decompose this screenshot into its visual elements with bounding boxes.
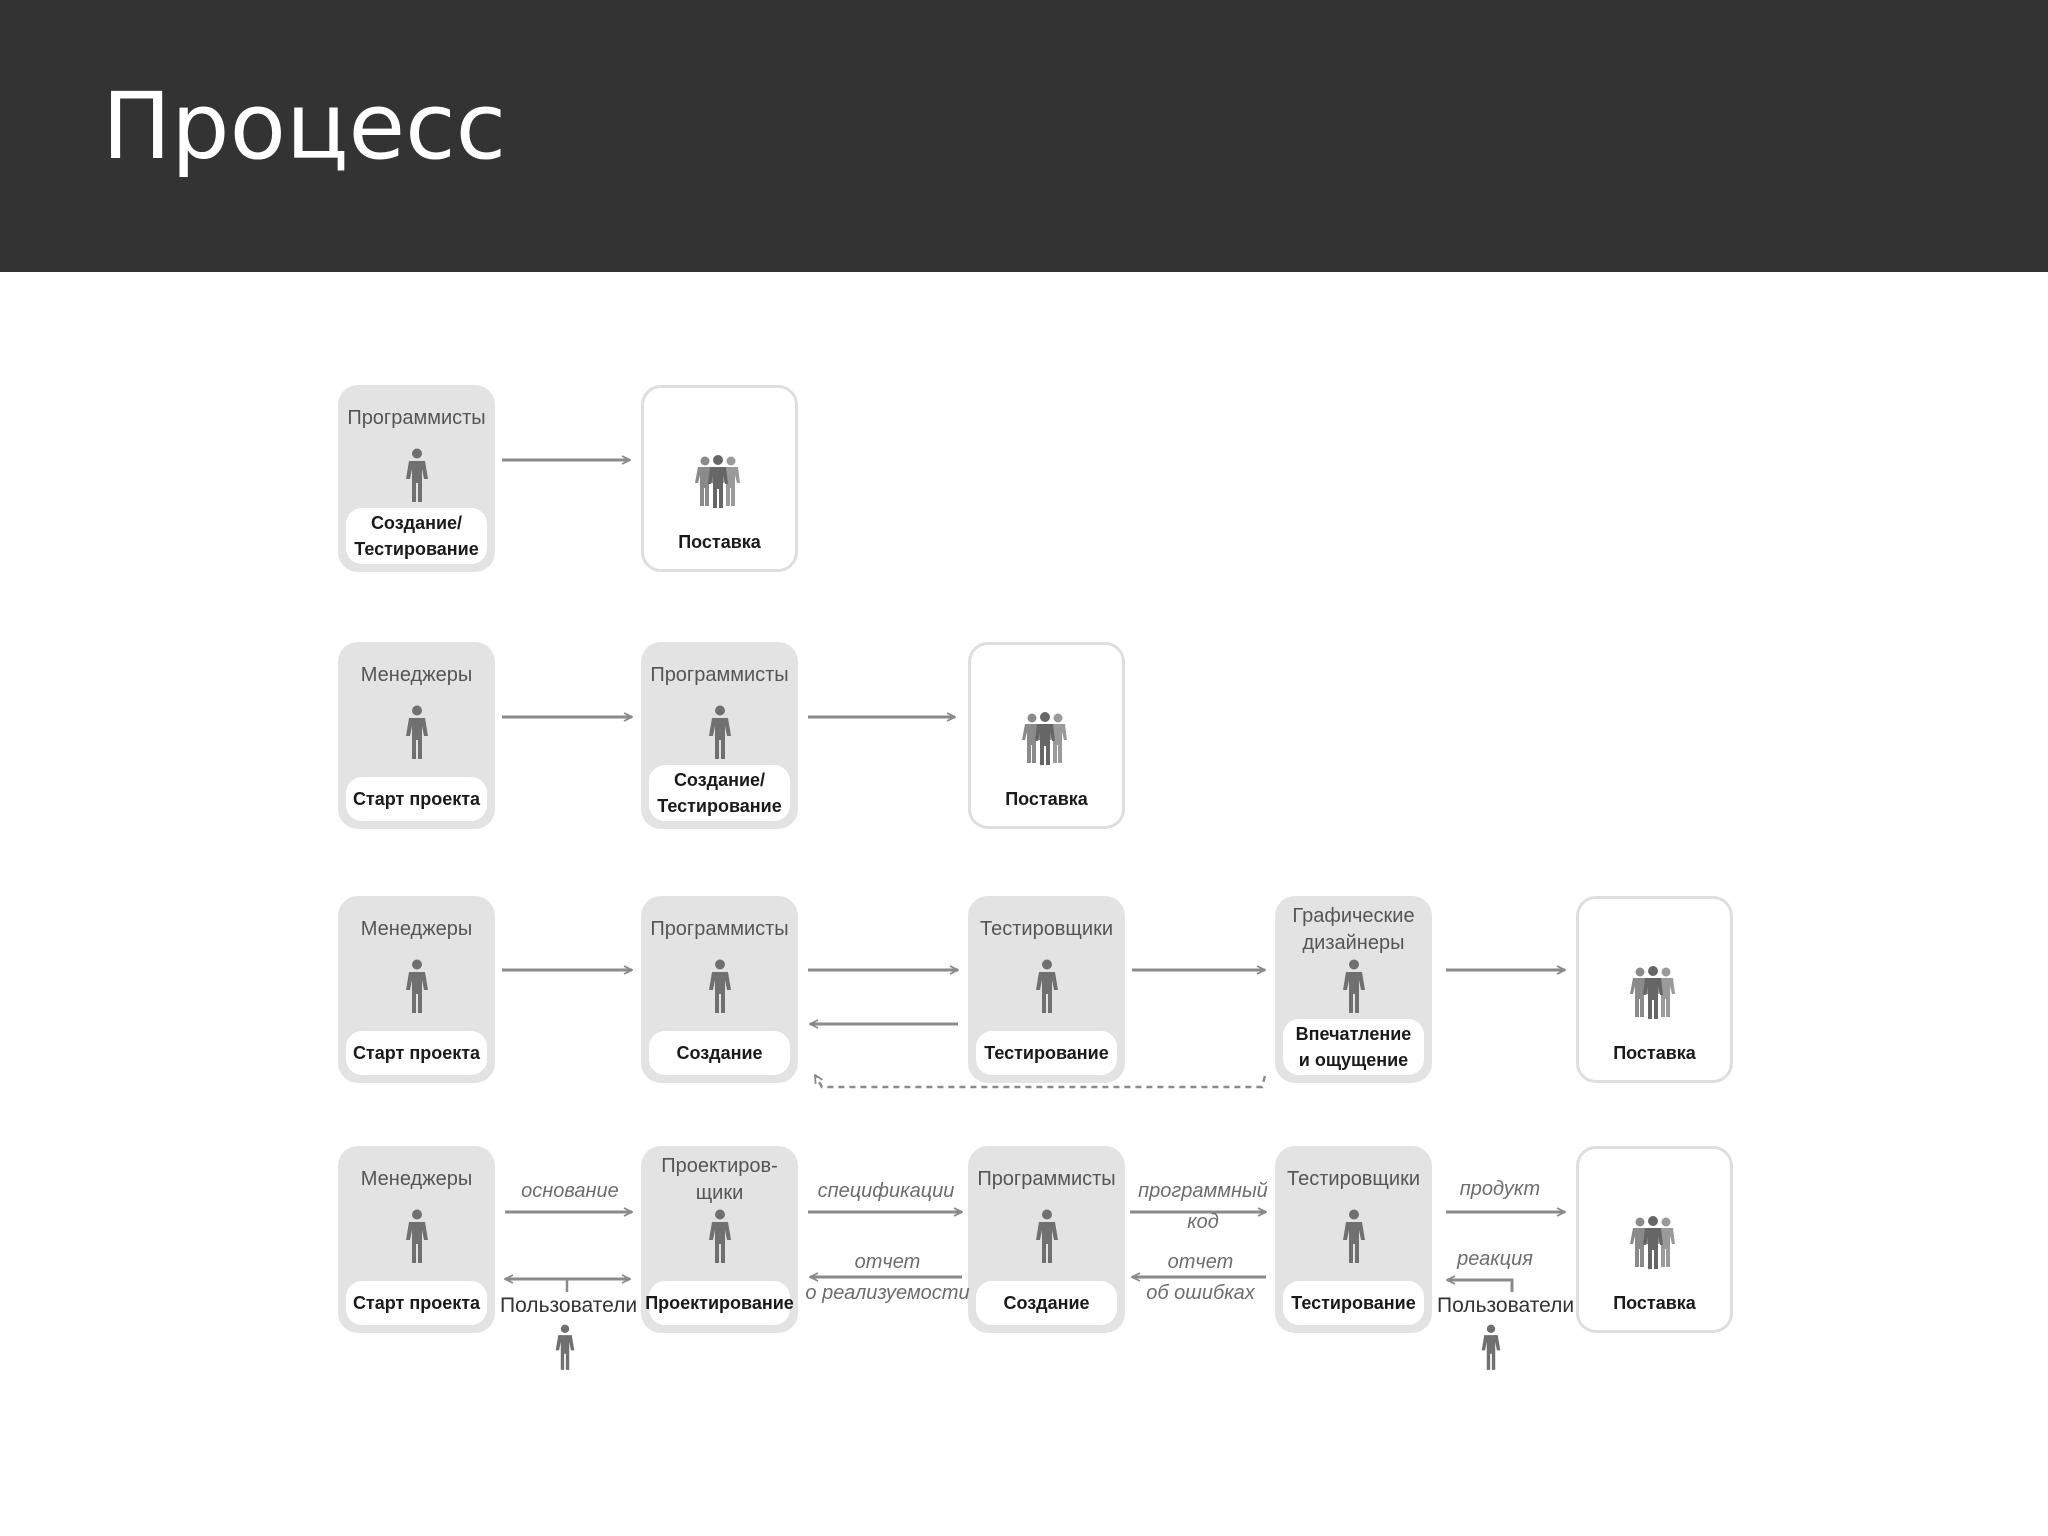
user-person-icon [554, 1324, 580, 1370]
slide-header: Процесс [0, 0, 2048, 272]
stage-role: Проектиров- щики [661, 1155, 778, 1204]
delivery-box-r4-5: Поставка [1576, 1146, 1733, 1333]
person-icon [1341, 1209, 1367, 1263]
stage-role: Графические дизайнеры [1292, 905, 1415, 954]
slide-title: Процесс [102, 73, 507, 180]
stage-label: Старт проекта [346, 1031, 487, 1075]
stage-role: Менеджеры [360, 1168, 473, 1190]
flow-annotation-bugs: отчет об ошибках [1146, 1251, 1255, 1304]
flow-annotation-foundation: основание [521, 1180, 619, 1202]
users-label-right: Пользователи [1437, 1294, 1575, 1317]
user-person-icon [1480, 1324, 1506, 1370]
person-icon [707, 1209, 733, 1263]
person-icon [404, 959, 430, 1013]
stage-label: Поставка [1584, 1281, 1725, 1325]
arrow-layer [502, 272, 2048, 1292]
group-icon [1629, 965, 1680, 1019]
stage-label: Тестирование [976, 1031, 1117, 1075]
stage-label: Проектирование [645, 1281, 794, 1325]
stage-role: Тестировщики [980, 918, 1113, 940]
person-icon [1034, 1209, 1060, 1263]
stage-role: Программисты [347, 407, 486, 429]
users-label-left: Пользователи [500, 1294, 638, 1317]
person-icon [707, 959, 733, 1013]
person-icon [707, 705, 733, 759]
person-icon [404, 448, 430, 502]
stage-role: Тестировщики [1287, 1168, 1420, 1190]
group-icon [1629, 1215, 1680, 1269]
stage-label: Поставка [976, 777, 1117, 821]
delivery-box-r3-5: Поставка [1576, 896, 1733, 1083]
stage-label: Впечатление и ощущение [1283, 1019, 1424, 1075]
flow-annotation-reaction: реакция [1457, 1248, 1533, 1270]
stage-label: Создание [649, 1031, 790, 1075]
person-icon [404, 1209, 430, 1263]
group-icon [694, 454, 745, 508]
flow-annotation-feasibility: отчет о реализуемости [805, 1251, 970, 1304]
stage-label: Тестирование [1283, 1281, 1424, 1325]
group-icon [1021, 711, 1072, 765]
person-icon [1034, 959, 1060, 1013]
flow-annotation-code: программный код [1138, 1180, 1268, 1233]
stage-role: Программисты [650, 664, 789, 686]
stage-label: Старт проекта [346, 777, 487, 821]
person-icon [1341, 959, 1367, 1013]
stage-role: Менеджеры [360, 664, 473, 686]
delivery-box-r2-3: Поставка [968, 642, 1125, 829]
flow-annotation-product: продукт [1459, 1178, 1541, 1200]
arrow-r3-dashed [813, 1075, 1267, 1089]
delivery-box-r1-2: Поставка [641, 385, 798, 572]
stage-label: Создание/ Тестирование [649, 765, 790, 821]
stage-role: Менеджеры [360, 918, 473, 940]
flow-annotation-specs: спецификации [817, 1180, 955, 1202]
person-icon [404, 705, 430, 759]
stage-label: Поставка [649, 520, 790, 564]
stage-label: Создание/ Тестирование [346, 508, 487, 564]
stage-label: Поставка [1584, 1031, 1725, 1075]
stage-label: Создание [976, 1281, 1117, 1325]
arrow-r4-reaction [1447, 1280, 1514, 1292]
stage-role: Программисты [650, 918, 789, 940]
stage-label: Старт проекта [346, 1281, 487, 1325]
stage-role: Программисты [977, 1168, 1116, 1190]
